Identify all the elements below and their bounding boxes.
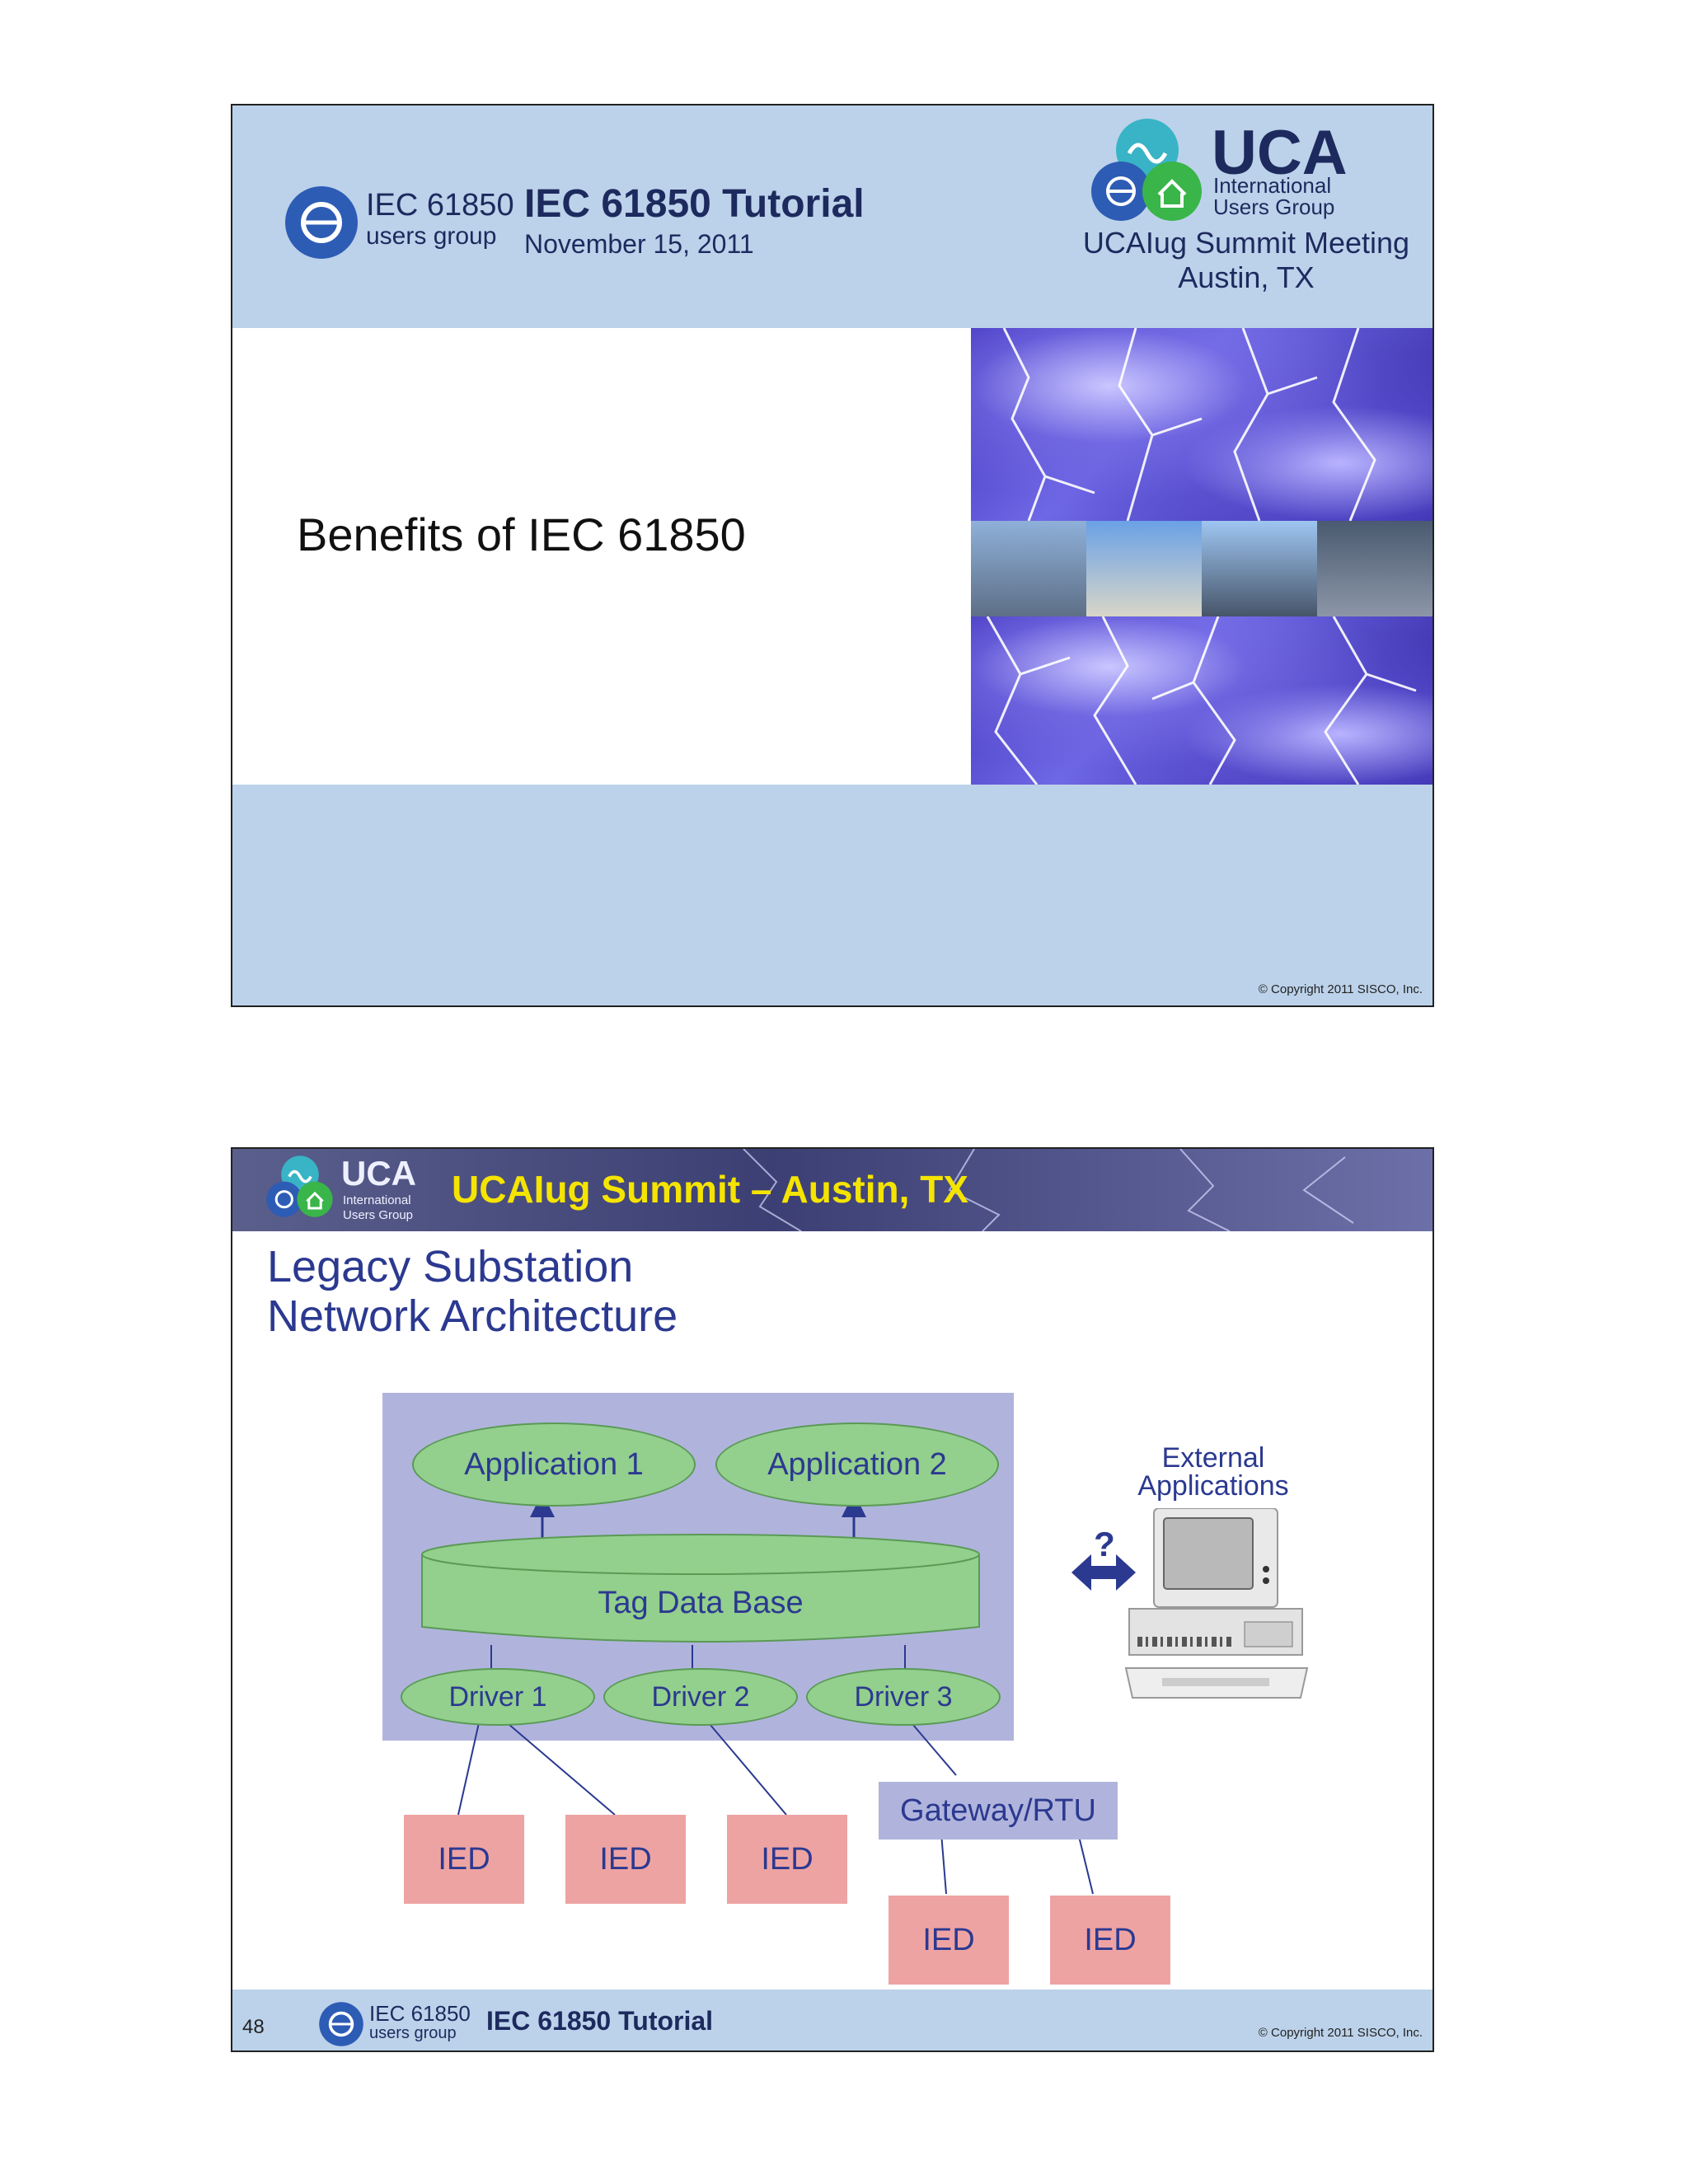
control-room-photo: [1317, 521, 1432, 616]
driver-1: Driver 1: [401, 1668, 595, 1726]
slide-1-heading: Benefits of IEC 61850: [297, 509, 746, 560]
external-label-line-2: Applications: [1137, 1470, 1289, 1502]
slide-2-title-line-1: Legacy Substation: [267, 1242, 634, 1291]
iec-logo-subtext: users group: [366, 223, 497, 250]
ied-1: IED: [404, 1815, 524, 1904]
ied-5-label: IED: [1084, 1922, 1137, 1957]
tag-database-cylinder: [421, 1534, 980, 1643]
diagram-connectors: [457, 1493, 1136, 1895]
slide-2-copyright: © Copyright 2011 SISCO, Inc.: [1258, 2026, 1423, 2040]
application-1: Application 1: [412, 1422, 696, 1507]
lightning-image-bottom: [971, 616, 1432, 785]
slide-1: IEC 61850 users group IEC 61850 Tutorial…: [231, 104, 1434, 1007]
application-2-label: Application 2: [767, 1446, 947, 1482]
slide-2-footer-band: [232, 1990, 1432, 2050]
uca-logo-small-text: UCA: [341, 1154, 416, 1193]
slide-1-date: November 15, 2011: [524, 229, 754, 259]
uca-logo-small: [266, 1155, 333, 1217]
slide-2: UCA International Users Group UCAIug Sum…: [231, 1147, 1434, 2052]
iec-logo-text: IEC 61850: [366, 188, 514, 223]
uca-logo-small-sub1: International: [343, 1193, 411, 1207]
power-photos-strip: [971, 521, 1432, 616]
driver-1-label: Driver 1: [448, 1680, 547, 1713]
ied-4-label: IED: [922, 1922, 975, 1957]
uca-logo: [1091, 119, 1202, 221]
slide-2-header-title: UCAIug Summit – Austin, TX: [452, 1168, 968, 1211]
lightning-image-top: [971, 327, 1432, 522]
meeting-location: Austin, TX: [1178, 260, 1315, 294]
slide-1-copyright: © Copyright 2011 SISCO, Inc.: [1258, 982, 1423, 996]
computer-icon: [1124, 1508, 1309, 1699]
gateway-rtu-label: Gateway/RTU: [900, 1793, 1096, 1828]
application-1-label: Application 1: [464, 1446, 644, 1482]
slide-2-title-line-2: Network Architecture: [267, 1291, 678, 1341]
ied-3: IED: [727, 1815, 847, 1904]
uca-logo-text: UCA: [1212, 118, 1348, 188]
slide-1-title: IEC 61850 Tutorial: [524, 182, 865, 226]
slide-2-header-band: [232, 1149, 1432, 1231]
page-number: 48: [242, 2016, 265, 2038]
meeting-name: UCAIug Summit Meeting: [1082, 226, 1410, 260]
uca-logo-subtext-2: Users Group: [1213, 194, 1335, 219]
ied-2-label: IED: [599, 1841, 652, 1877]
power-plant-photo: [1086, 521, 1202, 616]
iec-footer-logo-subtext: users group: [369, 2024, 457, 2042]
gateway-rtu: Gateway/RTU: [879, 1782, 1118, 1840]
slide-1-header-band: [232, 105, 1432, 328]
external-label-line-1: External: [1161, 1442, 1265, 1474]
footer-title: IEC 61850 Tutorial: [486, 2006, 714, 2036]
ied-3-label: IED: [761, 1841, 814, 1877]
driver-3-label: Driver 3: [854, 1680, 953, 1713]
power-lines-photo: [971, 521, 1086, 616]
slide-1-footer-band: [232, 785, 1432, 1005]
external-applications-label: External Applications: [1114, 1444, 1312, 1500]
driver-2-label: Driver 2: [651, 1680, 750, 1713]
question-mark: ?: [1094, 1525, 1115, 1563]
iec-footer-logo-text: IEC 61850: [369, 2001, 471, 2026]
iec-logo-footer: [319, 2002, 363, 2046]
ied-5: IED: [1050, 1896, 1170, 1985]
driver-2: Driver 2: [603, 1668, 798, 1726]
tag-database-label: Tag Data Base: [598, 1586, 804, 1620]
iec-users-group-logo: [285, 186, 358, 259]
uca-logo-small-sub2: Users Group: [343, 1208, 414, 1222]
ied-2: IED: [565, 1815, 686, 1904]
uca-logo-subtext-1: International: [1213, 173, 1332, 198]
transmission-tower-photo: [1202, 521, 1317, 616]
ied-4: IED: [889, 1896, 1009, 1985]
driver-3: Driver 3: [806, 1668, 1001, 1726]
ied-1-label: IED: [438, 1841, 490, 1877]
application-2: Application 2: [715, 1422, 999, 1507]
